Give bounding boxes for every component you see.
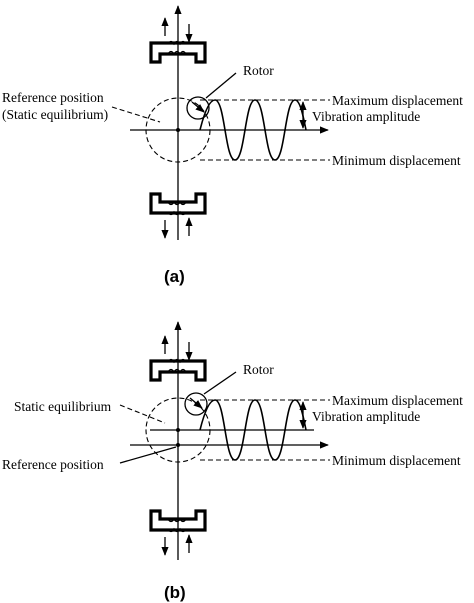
reference-leader <box>111 106 161 123</box>
static-equilibrium-label: (Static equilibrium) <box>2 107 108 122</box>
rotor-icon <box>186 96 210 120</box>
reference-position-label: Reference position <box>2 457 104 472</box>
max-displacement-label: Maximum displacement <box>332 393 463 408</box>
min-displacement-label: Minimum displacement <box>332 453 461 468</box>
rotor-label: Rotor <box>243 362 274 377</box>
reference-circle <box>145 97 211 163</box>
bottom-magnet-icon <box>149 509 207 556</box>
static-equilibrium-label: Static equilibrium <box>14 399 112 414</box>
reference-dot <box>176 443 180 447</box>
panel-label-a: (a) <box>164 267 185 286</box>
panel-a: Rotor Maximum displacement Vibration amp… <box>2 5 463 286</box>
top-magnet-icon <box>149 335 207 382</box>
vibration-wave <box>199 399 307 461</box>
rotor-leader <box>203 371 237 395</box>
panel-label-b: (b) <box>164 583 186 602</box>
bottom-magnet-icon <box>149 192 207 239</box>
reference-position-label: Reference position <box>2 90 104 105</box>
min-displacement-label: Minimum displacement <box>332 153 461 168</box>
vibration-wave <box>199 99 307 161</box>
vibration-amplitude-label: Vibration amplitude <box>312 109 420 124</box>
rotor-label: Rotor <box>243 63 274 78</box>
vibration-amplitude-label: Vibration amplitude <box>312 409 420 424</box>
panel-b: Rotor Maximum displacement Vibration amp… <box>2 321 463 602</box>
max-displacement-label: Maximum displacement <box>332 93 463 108</box>
rotor-icon <box>184 392 208 416</box>
reference-position-leader <box>119 446 177 464</box>
rotor-leader <box>205 72 237 99</box>
static-equilibrium-leader <box>119 404 166 424</box>
top-magnet-icon <box>149 17 207 64</box>
center-dot <box>176 128 180 132</box>
